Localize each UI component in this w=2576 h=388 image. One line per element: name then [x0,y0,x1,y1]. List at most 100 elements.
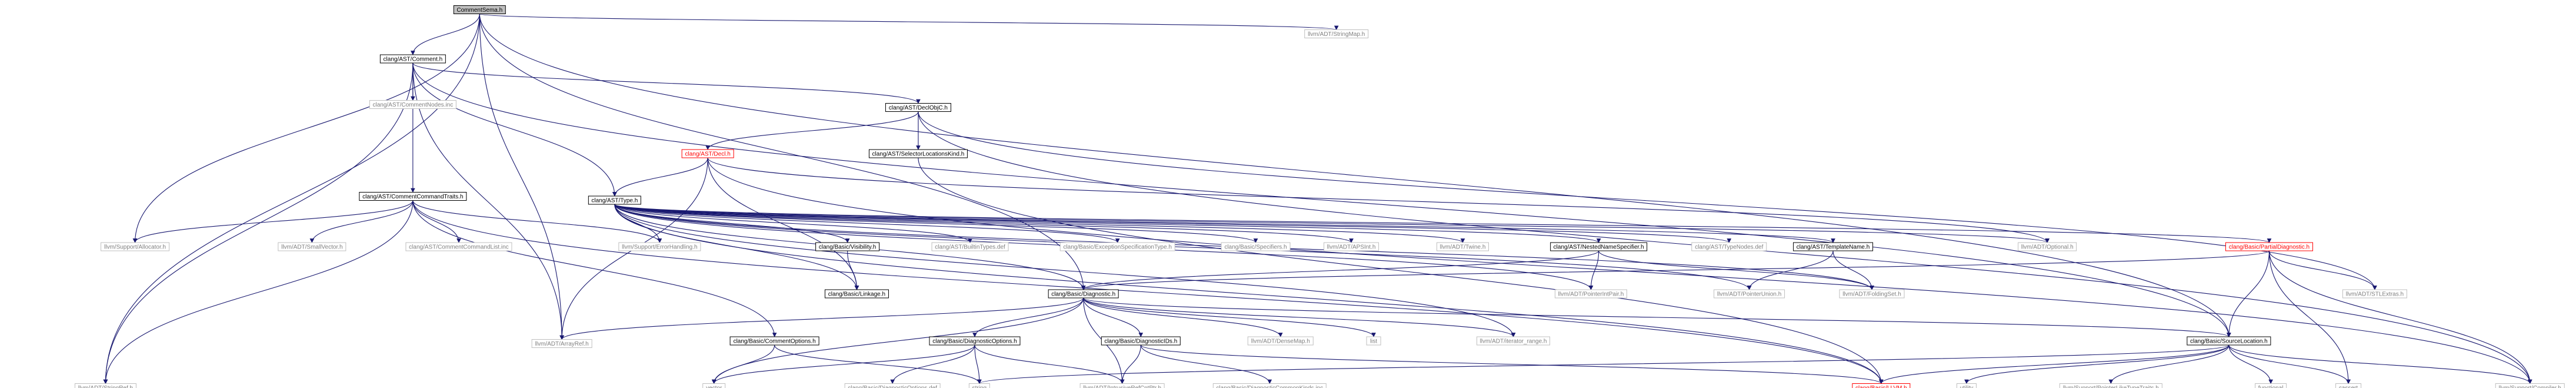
node-clang-basic-diagnosticids-h[interactable]: clang/Basic/DiagnosticIDs.h [1101,336,1181,346]
nodes-layer: CommentSema.h clang/AST/Comment.h llvm/ADT… [74,5,2565,388]
node-box [2225,242,2313,251]
node-label: clang/Basic/DiagnosticCommonKinds.inc [1216,385,1323,388]
node-label: clang/Basic/DiagnosticIDs.h [1104,339,1177,345]
edge-diagnostic-to-sourceloc [1083,297,2231,337]
node-commentsema-h[interactable]: CommentSema.h [453,5,506,14]
edge-decl-to-optional [707,157,2050,243]
edge-nns-to-pointerintpair [1588,250,1599,290]
node-clang-ast-typenodes-def: clang/AST/TypeNodes.def [1691,242,1767,251]
edge-comment-to-arrayref [412,62,564,340]
node-box [588,195,641,205]
node-label: clang/AST/BuiltinTypes.def [935,244,1005,251]
node-clang-ast-type-h[interactable]: clang/AST/Type.h [588,195,641,205]
node-clang-basic-diagnostic-h[interactable]: clang/Basic/Diagnostic.h [1048,289,1119,299]
node-llvm-adt-densemap-h: llvm/ADT/DenseMap.h [1247,336,1314,346]
node-box [618,242,701,251]
node-box [2187,336,2271,346]
edge-selloc-to-llvm [918,157,1884,384]
edge-diagoptions-to-intrusiverefcnt [974,344,1125,384]
edge-nns-to-foldingset [1598,250,1874,290]
edge-cmdtraits-to-errhandling [412,200,662,243]
node-box [1247,336,1314,346]
node-label: clang/Basic/PartialDiagnostic.h [2229,244,2310,251]
node-box [824,289,889,299]
edge-diagnostic-to-densemap [1083,297,1283,337]
node-label: llvm/ADT/PointerIntPair.h [1558,291,1624,298]
node-label: llvm/ADT/iterator_range.h [1480,339,1547,345]
node-llvm-adt-stringref-h: llvm/ADT/StringRef.h [74,383,136,388]
node-utility: utility [1956,383,1977,388]
edge-root-to-allocator [132,14,480,243]
node-clang-ast-selectorlocationskind-h[interactable]: clang/AST/SelectorLocationsKind.h [868,149,968,158]
node-box [1793,242,1874,251]
node-llvm-support-pointerliketypetraits-h: llvm/Support/PointerLikeTypeTraits.h [2059,383,2162,388]
edge-sourceloc-to-llvm [1879,344,2230,384]
node-label: llvm/Support/PointerLikeTypeTraits.h [2063,385,2159,388]
node-clang-basic-partialdiagnostic-h[interactable]: clang/Basic/PartialDiagnostic.h [2225,242,2313,251]
edge-diagids-to-llvm [1140,344,1884,384]
node-llvm-support-compiler-h: llvm/Support/Compiler.h [2495,383,2565,388]
node-llvm-adt-intrusiverefcntptr-h: llvm/ADT/IntrusiveRefCntPtr.h [1079,383,1165,388]
edge-diagoptions-to-string [974,344,982,384]
node-box [885,103,951,112]
node-clang-ast-commentnodes-inc: clang/AST/CommentNodes.inc [369,100,456,109]
edge-declobjc-to-decl [705,111,919,150]
edge-cmdtraits-to-llvm [412,200,1884,384]
edge-diagnostic-to-arrayref [559,297,1084,340]
node-list: list [1366,336,1381,346]
node-clang-basic-commentoptions-h[interactable]: clang/Basic/CommentOptions.h [729,336,819,346]
node-label: clang/AST/SelectorLocationsKind.h [872,151,965,158]
node-box [868,149,968,158]
node-box [1304,29,1369,38]
node-box [1437,242,1489,251]
edge-decl-to-type [612,157,708,197]
edge-diagnostic-to-iterrange [1083,297,1516,337]
node-label: clang/Basic/CommentOptions.h [734,339,816,345]
node-clang-ast-commentcommandtraits-h[interactable]: clang/AST/CommentCommandTraits.h [359,192,467,201]
edge-type-to-apsint [614,204,1354,243]
edge-sourceloc-to-compiler [2228,344,2532,384]
edge-cmdtraits-to-cmdlist [412,200,461,243]
node-label: llvm/ADT/STLExtras.h [2346,291,2404,298]
edge-sourceloc-to-cassert [2228,344,2351,384]
node-vector: vector [702,383,726,388]
node-box [1550,242,1648,251]
node-clang-ast-templatename-h[interactable]: clang/AST/TemplateName.h [1793,242,1874,251]
edge-partialdiag-to-sourceloc [2227,250,2270,337]
edge-decl-to-linkage [707,157,859,290]
node-box [1048,289,1119,299]
edge-sourceloc-to-string [977,344,2230,384]
edge-diagoptions-to-diagoptsdef [890,344,975,384]
node-box [2342,289,2407,299]
node-llvm-adt-pointerintpair-h: llvm/ADT/PointerIntPair.h [1554,289,1627,299]
node-label: clang/AST/CommentNodes.inc [372,102,453,108]
edge-declobjc-to-stlextras [918,111,2377,290]
node-label: clang/AST/DeclObjC.h [889,105,948,111]
node-label: llvm/Support/ErrorHandling.h [622,244,697,251]
edge-type-to-templatename [614,204,1835,243]
node-clang-basic-sourcelocation-h[interactable]: clang/Basic/SourceLocation.h [2187,336,2271,346]
node-label: llvm/Support/Compiler.h [2499,385,2561,388]
node-clang-ast-comment-h[interactable]: clang/AST/Comment.h [379,54,446,64]
node-cassert: cassert [2335,383,2362,388]
node-label: llvm/ADT/IntrusiveRefCntPtr.h [1083,385,1161,388]
node-box [278,242,346,251]
edge-type-to-iterrange [614,204,1516,337]
node-clang-basic-llvm-h[interactable]: clang/Basic/LLVM.h [1852,383,1911,388]
node-clang-basic-diagnosticoptions-h[interactable]: clang/Basic/DiagnosticOptions.h [929,336,1021,346]
node-clang-basic-linkage-h[interactable]: clang/Basic/Linkage.h [824,289,889,299]
node-llvm-adt-pointerunion-h: llvm/ADT/PointerUnion.h [1714,289,1785,299]
node-clang-ast-nestednamespecifier-h[interactable]: clang/AST/NestedNameSpecifier.h [1550,242,1648,251]
node-clang-ast-decl-h[interactable]: clang/AST/Decl.h [681,149,734,158]
node-label: clang/AST/Decl.h [685,151,731,158]
node-label: clang/Basic/Diagnostic.h [1051,291,1115,298]
edge-type-to-exspec [614,204,1120,243]
node-clang-basic-specifiers-h: clang/Basic/Specifiers.h [1221,242,1291,251]
node-label: vector [706,385,722,388]
node-clang-ast-declobjc-h[interactable]: clang/AST/DeclObjC.h [885,103,951,112]
edge-cmdtraits-to-commentoptions [412,200,777,337]
node-box [1714,289,1785,299]
node-llvm-adt-stringmap-h: llvm/ADT/StringMap.h [1304,29,1369,38]
node-label: clang/AST/TemplateName.h [1797,244,1870,251]
node-clang-basic-visibility-h[interactable]: clang/Basic/Visibility.h [815,242,880,251]
